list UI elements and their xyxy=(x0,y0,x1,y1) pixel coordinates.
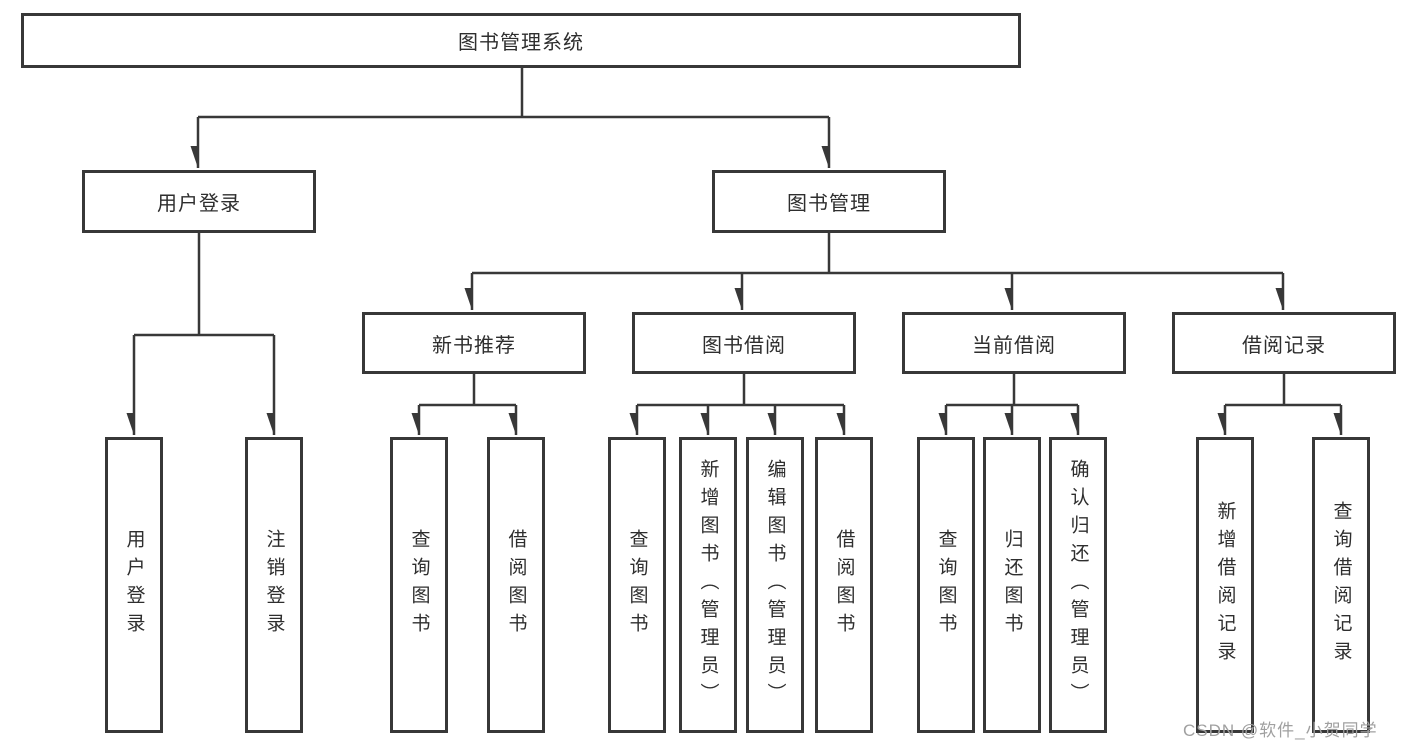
node-label: 图书管理系统 xyxy=(458,32,584,54)
leaf-logout: 注销登录 xyxy=(245,437,303,733)
leaf-return-books: 归还图书 xyxy=(983,437,1041,733)
node-label: 新书推荐 xyxy=(432,334,516,357)
leaf-query-books-2: 查询图书 xyxy=(608,437,666,733)
leaf-add-borrow-record: 新增借阅记录 xyxy=(1196,437,1254,733)
leaf-query-borrow-record: 查询借阅记录 xyxy=(1312,437,1370,733)
node-borrow-record: 借阅记录 xyxy=(1172,312,1396,374)
node-label: 查询图书 xyxy=(935,529,957,641)
leaf-add-books-admin: 新增图书（管理员） xyxy=(679,437,737,733)
leaf-user-login: 用户登录 xyxy=(105,437,163,733)
node-label: 注销登录 xyxy=(263,529,285,641)
node-label: 借阅图书 xyxy=(833,529,855,641)
node-label: 用户登录 xyxy=(157,193,241,215)
node-label: 图书管理 xyxy=(787,193,871,215)
node-label: 新增图书（管理员） xyxy=(697,459,719,711)
node-label: 当前借阅 xyxy=(972,334,1056,357)
leaf-edit-books-admin: 编辑图书（管理员） xyxy=(746,437,804,733)
node-current-borrow: 当前借阅 xyxy=(902,312,1126,374)
node-user-login: 用户登录 xyxy=(82,170,316,233)
node-label: 确认归还（管理员） xyxy=(1067,459,1089,711)
leaf-query-books-3: 查询图书 xyxy=(917,437,975,733)
watermark: CSDN @软件_小贺同学 xyxy=(1183,721,1378,740)
node-book-borrow: 图书借阅 xyxy=(632,312,856,374)
node-label: 借阅记录 xyxy=(1242,334,1326,357)
node-label: 归还图书 xyxy=(1001,529,1023,641)
leaf-query-books-1: 查询图书 xyxy=(390,437,448,733)
leaf-borrow-books-1: 借阅图书 xyxy=(487,437,545,733)
node-label: 编辑图书（管理员） xyxy=(764,459,786,711)
node-label: 查询借阅记录 xyxy=(1330,501,1352,669)
node-new-book-recommend: 新书推荐 xyxy=(362,312,586,374)
node-label: 用户登录 xyxy=(123,529,145,641)
node-label: 查询图书 xyxy=(626,529,648,641)
leaf-confirm-return-admin: 确认归还（管理员） xyxy=(1049,437,1107,733)
node-label: 借阅图书 xyxy=(505,529,527,641)
node-library-management-system: 图书管理系统 xyxy=(21,13,1021,68)
node-label: 查询图书 xyxy=(408,529,430,641)
node-label: 图书借阅 xyxy=(702,334,786,357)
leaf-borrow-books-2: 借阅图书 xyxy=(815,437,873,733)
node-label: 新增借阅记录 xyxy=(1214,501,1236,669)
node-book-management: 图书管理 xyxy=(712,170,946,233)
